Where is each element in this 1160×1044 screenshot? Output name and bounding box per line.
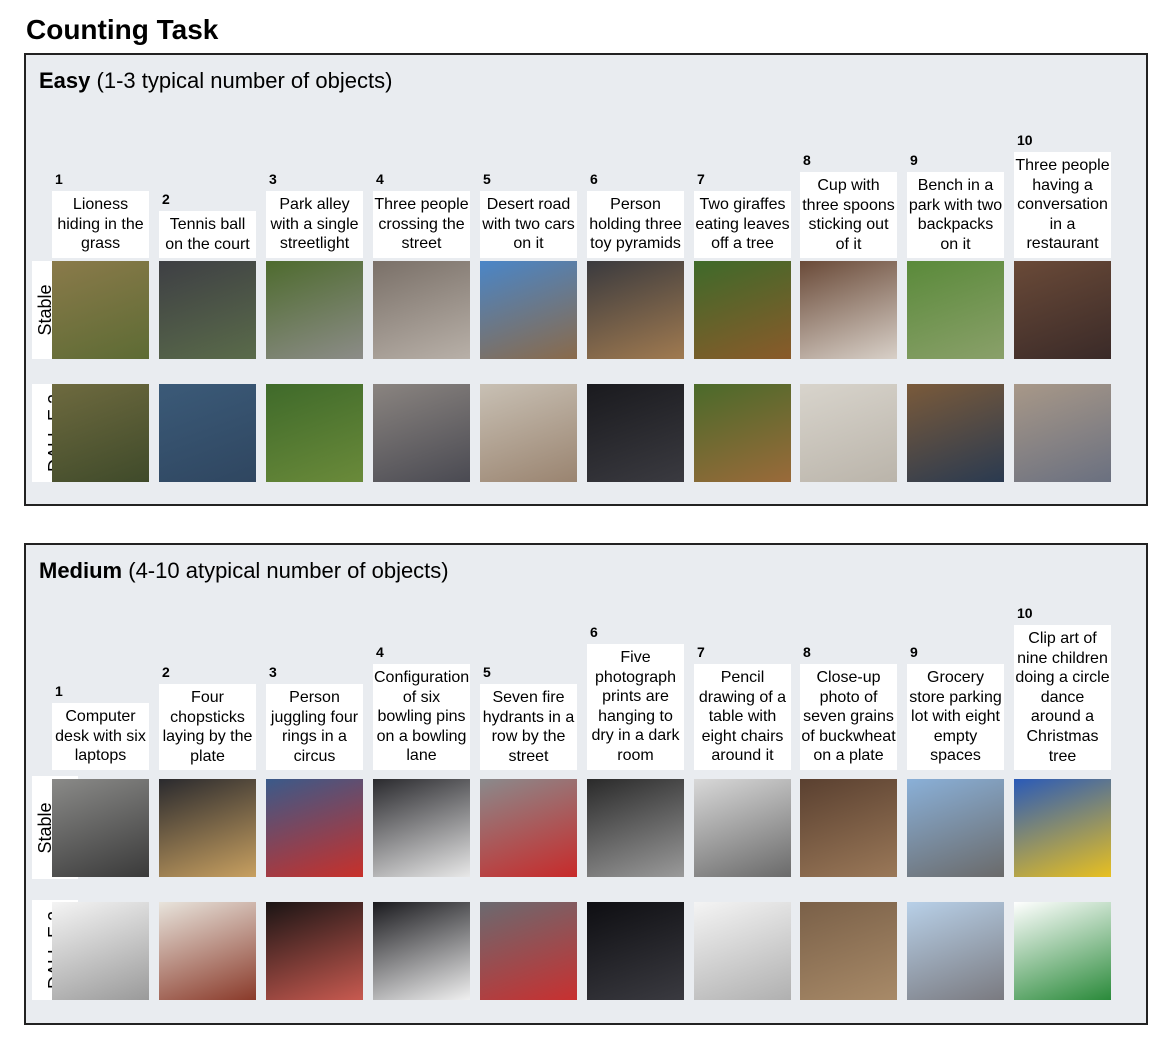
page-title: Counting Task	[26, 14, 219, 45]
easy-dalle-2-image-4	[373, 384, 470, 482]
medium-item-caption: Four chopsticks laying by the plate	[159, 684, 256, 770]
medium-item-number: 5	[483, 664, 491, 680]
easy-dalle-2-image-2	[159, 384, 256, 482]
medium-item-caption: Configuration of six bowling pins on a b…	[373, 664, 470, 770]
medium-dalle-2-image-9	[907, 902, 1004, 1000]
easy-item-caption: Person holding three toy pyramids	[587, 191, 684, 258]
easy-stable-diffusion-image-10	[1014, 261, 1111, 359]
easy-dalle-2-image-1	[52, 384, 149, 482]
medium-item-caption: Person juggling four rings in a circus	[266, 684, 363, 770]
medium-dalle-2-image-10	[1014, 902, 1111, 1000]
medium-dalle-2-image-1	[52, 902, 149, 1000]
easy-stable-diffusion-image-7	[694, 261, 791, 359]
easy-stable-diffusion-image-8	[800, 261, 897, 359]
easy-item-caption: Three people crossing the street	[373, 191, 470, 258]
easy-dalle-2-image-9	[907, 384, 1004, 482]
medium-dalle-2-image-8	[800, 902, 897, 1000]
easy-stable-diffusion-image-4	[373, 261, 470, 359]
easy-dalle-2-image-8	[800, 384, 897, 482]
easy-stable-diffusion-image-6	[587, 261, 684, 359]
medium-item-caption: Five photograph prints are hanging to dr…	[587, 644, 684, 770]
easy-item-caption: Three people having a conversation in a …	[1014, 152, 1111, 258]
easy-item-number: 10	[1017, 132, 1033, 148]
medium-stable-diffusion-image-3	[266, 779, 363, 877]
medium-dalle-2-image-3	[266, 902, 363, 1000]
easy-item-number: 7	[697, 171, 705, 187]
medium-panel: Medium (4-10 atypical number of objects)…	[24, 543, 1148, 1025]
medium-item-number: 4	[376, 644, 384, 660]
medium-item-caption: Grocery store parking lot with eight emp…	[907, 664, 1004, 770]
easy-item-caption: Tennis ball on the court	[159, 211, 256, 258]
medium-item-caption: Clip art of nine children doing a circle…	[1014, 625, 1111, 770]
medium-stable-diffusion-image-6	[587, 779, 684, 877]
medium-stable-diffusion-image-1	[52, 779, 149, 877]
medium-dalle-2-image-4	[373, 902, 470, 1000]
medium-item-caption: Close-up photo of seven grains of buckwh…	[800, 664, 897, 770]
medium-stable-diffusion-image-5	[480, 779, 577, 877]
easy-item-number: 4	[376, 171, 384, 187]
medium-heading-bold: Medium	[39, 558, 123, 583]
medium-heading-rest: (4-10 atypical number of objects)	[128, 558, 449, 583]
easy-stable-diffusion-image-5	[480, 261, 577, 359]
medium-dalle-2-image-5	[480, 902, 577, 1000]
easy-item-number: 8	[803, 152, 811, 168]
easy-heading-rest: (1-3 typical number of objects)	[96, 68, 393, 93]
medium-stable-diffusion-image-4	[373, 779, 470, 877]
easy-stable-diffusion-image-2	[159, 261, 256, 359]
easy-item-caption: Cup with three spoons sticking out of it	[800, 172, 897, 258]
medium-item-caption: Computer desk with six laptops	[52, 703, 149, 770]
medium-stable-diffusion-image-2	[159, 779, 256, 877]
medium-stable-diffusion-image-9	[907, 779, 1004, 877]
easy-item-caption: Two giraffes eating leaves off a tree	[694, 191, 791, 258]
easy-item-number: 1	[55, 171, 63, 187]
easy-item-number: 6	[590, 171, 598, 187]
medium-item-number: 9	[910, 644, 918, 660]
medium-dalle-2-image-7	[694, 902, 791, 1000]
easy-item-number: 2	[162, 191, 170, 207]
medium-item-number: 1	[55, 683, 63, 699]
medium-item-number: 8	[803, 644, 811, 660]
medium-stable-diffusion-image-10	[1014, 779, 1111, 877]
easy-item-caption: Bench in a park with two backpacks on it	[907, 172, 1004, 258]
easy-panel: Easy (1-3 typical number of objects) Sta…	[24, 53, 1148, 506]
easy-dalle-2-image-5	[480, 384, 577, 482]
easy-item-number: 9	[910, 152, 918, 168]
medium-dalle-2-image-6	[587, 902, 684, 1000]
medium-item-number: 10	[1017, 605, 1033, 621]
medium-item-number: 2	[162, 664, 170, 680]
easy-item-number: 5	[483, 171, 491, 187]
easy-item-number: 3	[269, 171, 277, 187]
easy-dalle-2-image-10	[1014, 384, 1111, 482]
medium-stable-diffusion-image-7	[694, 779, 791, 877]
medium-item-number: 7	[697, 644, 705, 660]
easy-item-caption: Lioness hiding in the grass	[52, 191, 149, 258]
easy-dalle-2-image-6	[587, 384, 684, 482]
easy-stable-diffusion-image-3	[266, 261, 363, 359]
easy-stable-diffusion-image-9	[907, 261, 1004, 359]
easy-heading-bold: Easy	[39, 68, 91, 93]
medium-item-number: 3	[269, 664, 277, 680]
easy-dalle-2-image-7	[694, 384, 791, 482]
medium-stable-diffusion-image-8	[800, 779, 897, 877]
medium-dalle-2-image-2	[159, 902, 256, 1000]
easy-dalle-2-image-3	[266, 384, 363, 482]
easy-item-caption: Desert road with two cars on it	[480, 191, 577, 258]
medium-heading: Medium (4-10 atypical number of objects)	[39, 558, 449, 584]
medium-item-caption: Seven fire hydrants in a row by the stre…	[480, 684, 577, 770]
easy-stable-diffusion-image-1	[52, 261, 149, 359]
medium-item-number: 6	[590, 624, 598, 640]
easy-heading: Easy (1-3 typical number of objects)	[39, 68, 392, 94]
medium-item-caption: Pencil drawing of a table with eight cha…	[694, 664, 791, 770]
easy-item-caption: Park alley with a single streetlight	[266, 191, 363, 258]
